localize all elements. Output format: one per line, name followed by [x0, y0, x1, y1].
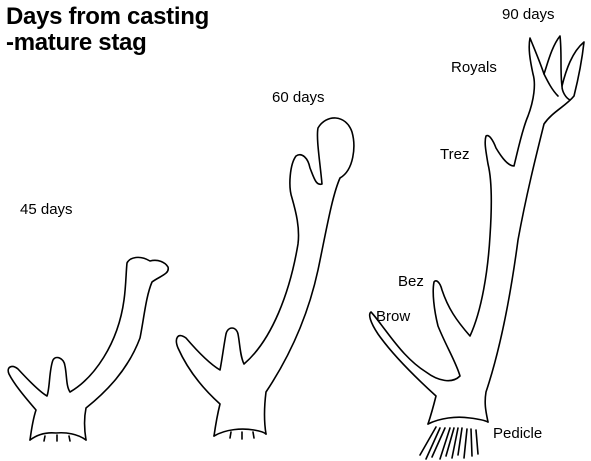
base-mark	[44, 436, 45, 441]
base-mark	[69, 436, 70, 441]
antler-60-days-base	[214, 429, 266, 436]
antler-90-days-base	[428, 417, 488, 424]
antler-60-days-outline	[176, 118, 353, 436]
pedicle-fibres	[420, 427, 478, 459]
antler-45-days-base	[30, 433, 86, 440]
antler-90-days-outline	[370, 36, 584, 424]
antler-45-days-outline	[8, 257, 168, 440]
antler-90-days-royal-split-1	[544, 74, 558, 96]
antler-90-days-royal-split-2	[562, 86, 570, 100]
base-mark	[230, 432, 231, 438]
antler-90-days	[370, 36, 584, 459]
antler-60-days	[176, 118, 353, 439]
base-mark	[253, 432, 254, 438]
antler-45-days	[8, 257, 168, 441]
